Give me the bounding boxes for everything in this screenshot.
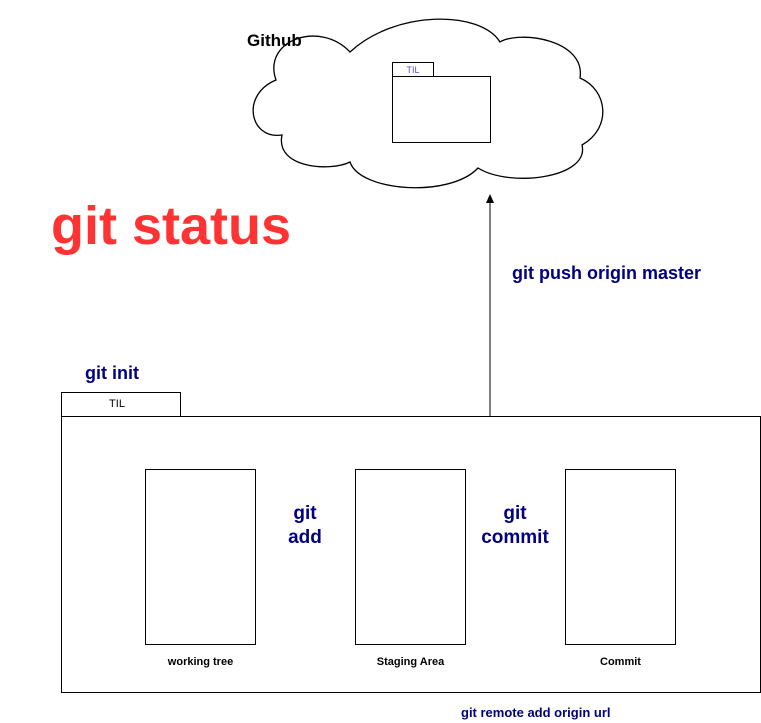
working-tree-caption: working tree [167, 656, 234, 668]
working-tree-box [145, 469, 256, 645]
commit-command-line1: git [503, 503, 527, 524]
push-arrow-head [486, 194, 494, 203]
github-title: Github [247, 31, 302, 50]
repo-folder-tab: TIL [61, 392, 181, 417]
cloud-folder-tab: TIL [392, 62, 434, 77]
commit-command-label: git commit [470, 502, 560, 550]
staging-area-caption: Staging Area [376, 656, 445, 668]
commit-command-line2: commit [481, 527, 549, 548]
remote-command-label: git remote add origin url [461, 705, 611, 720]
page-title: git status [51, 196, 292, 256]
init-command-label: git init [85, 363, 139, 383]
push-command-label: git push origin master [512, 263, 702, 283]
commit-box [565, 469, 676, 645]
cloud-folder-body [392, 76, 491, 143]
cloud-folder-tab-label: TIL [406, 65, 420, 75]
commit-caption: Commit [600, 656, 641, 668]
staging-area-box [355, 469, 466, 645]
add-command-line1: git [293, 503, 317, 524]
repo-folder-tab-label: TIL [109, 398, 125, 410]
add-command-label: git add [270, 502, 340, 550]
add-command-line2: add [288, 527, 322, 548]
